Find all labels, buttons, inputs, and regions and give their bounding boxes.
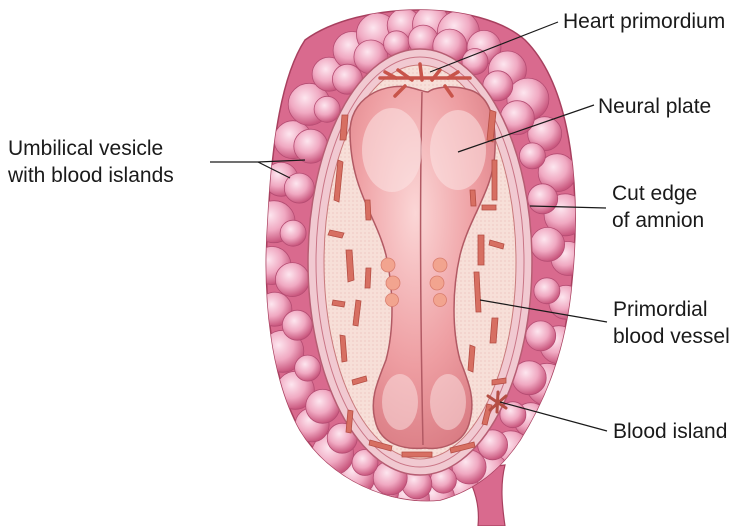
label-amnion-line1: Cut edge	[612, 180, 704, 207]
label-umbilical-line1: Umbilical vesicle	[8, 135, 174, 162]
label-vessel-line1: Primordial	[613, 296, 730, 323]
label-blood-island: Blood island	[613, 418, 727, 445]
vesicle-bubble	[314, 96, 340, 122]
label-umbilical-line2: with blood islands	[8, 162, 174, 189]
label-neural-plate: Neural plate	[598, 93, 711, 120]
label-heart-primordium-text: Heart primordium	[563, 8, 725, 35]
vesicle-bubble	[526, 321, 556, 351]
vesicle-bubble	[531, 227, 565, 261]
label-cut-edge-amnion: Cut edge of amnion	[612, 180, 704, 234]
vesicle-bubble	[295, 355, 321, 381]
label-primordial-blood-vessel: Primordial blood vessel	[613, 296, 730, 350]
label-umbilical-vesicle: Umbilical vesicle with blood islands	[8, 135, 174, 189]
vesicle-bubble	[528, 184, 558, 214]
vesicle-bubble	[282, 310, 312, 340]
vesicle-bubble	[280, 220, 306, 246]
label-amnion-line2: of amnion	[612, 207, 704, 234]
vesicle-bubble	[534, 278, 560, 304]
label-blood-island-text: Blood island	[613, 418, 727, 445]
label-vessel-line2: blood vessel	[613, 323, 730, 350]
label-heart-primordium: Heart primordium	[563, 8, 725, 35]
vesicle-bubble	[519, 143, 545, 169]
label-neural-plate-text: Neural plate	[598, 93, 711, 120]
vesicle-bubble	[275, 263, 309, 297]
